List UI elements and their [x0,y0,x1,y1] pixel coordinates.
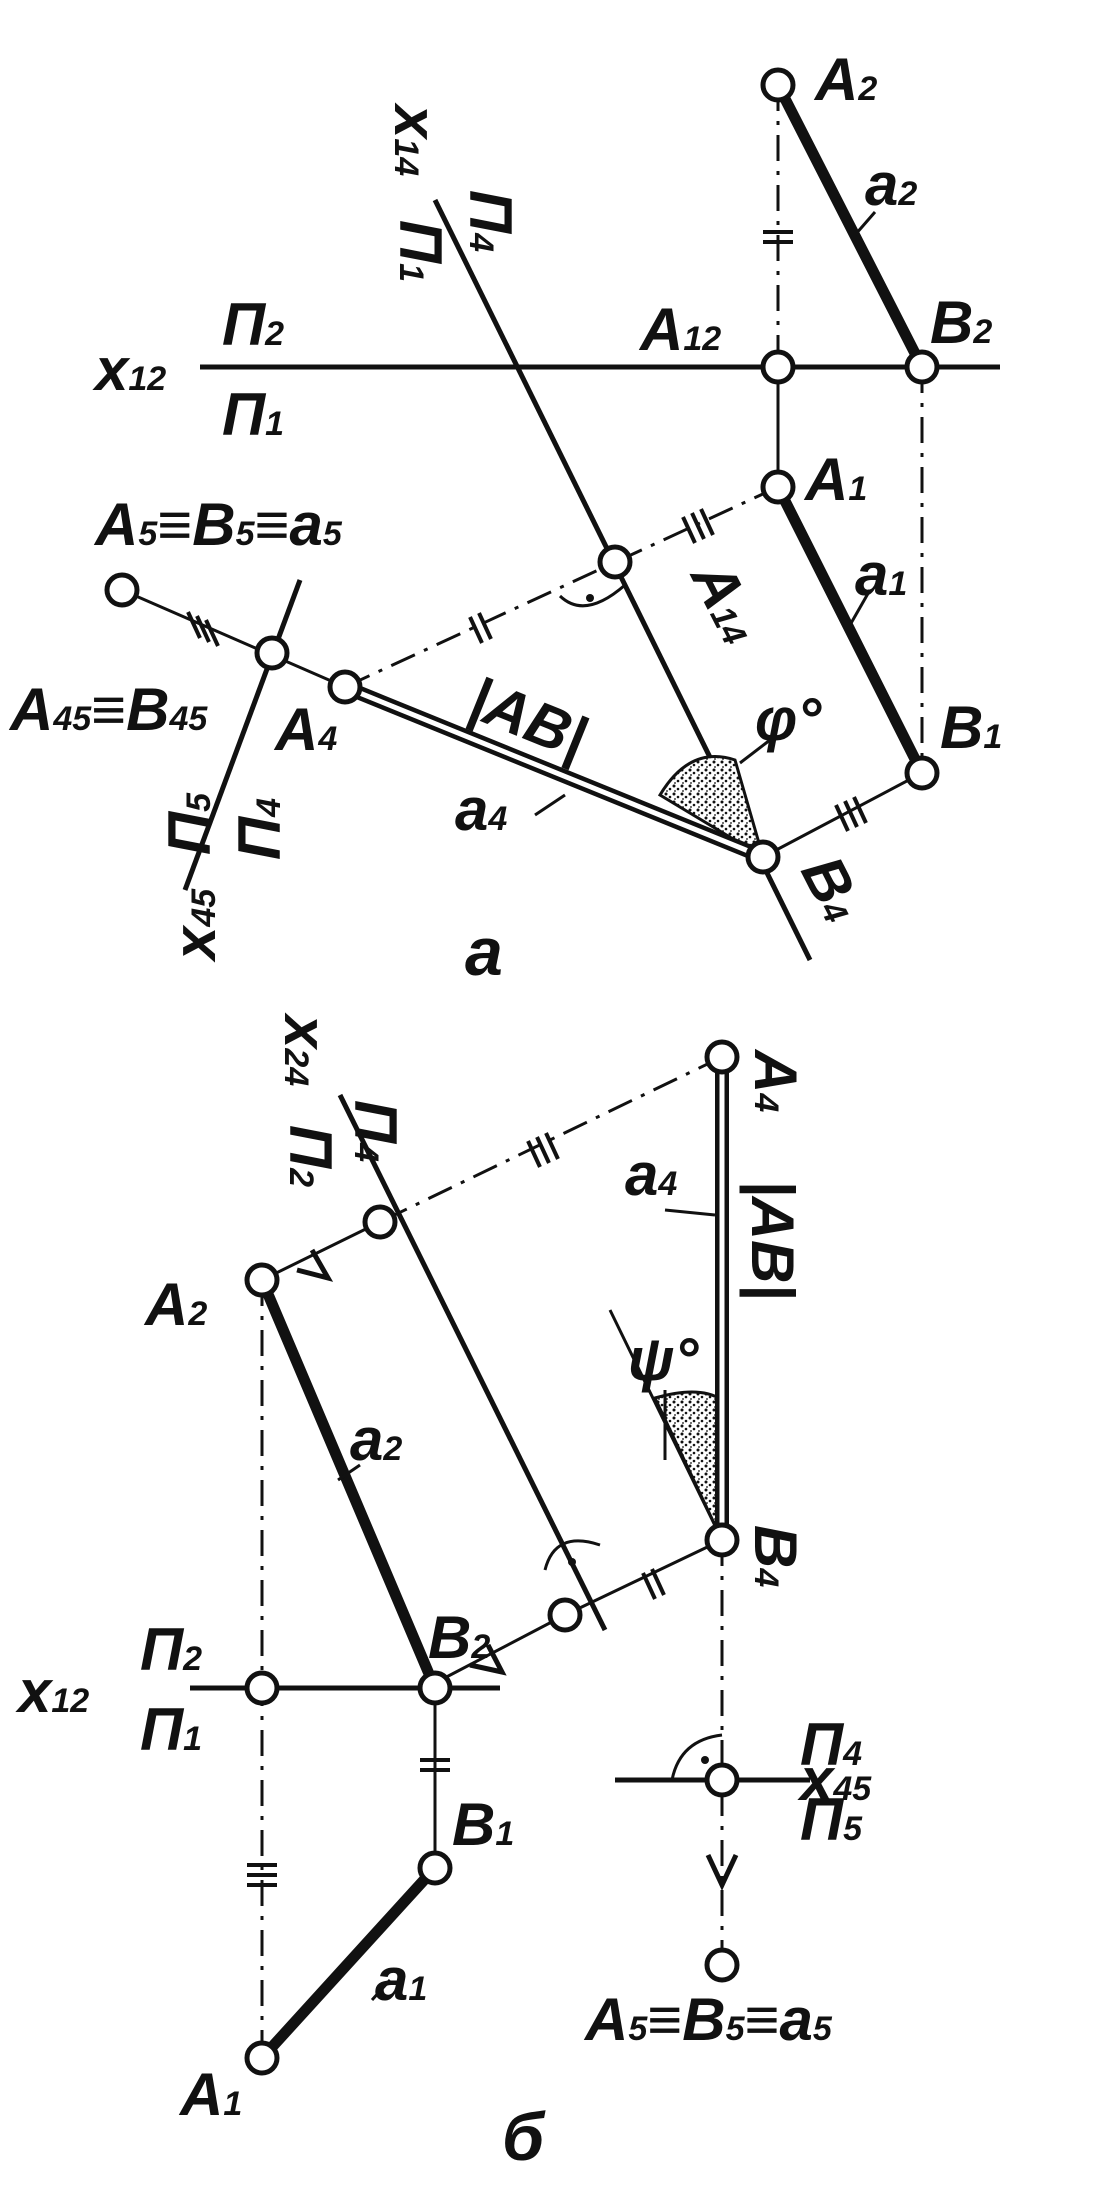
ticks-b [247,1132,666,1887]
svg-text:П1: П1 [387,220,454,282]
svg-text:A2: A2 [143,1271,207,1338]
point-B4-b [704,1522,740,1558]
svg-text:П4: П4 [457,190,524,252]
point-A45-a [254,635,290,671]
svg-text:B2: B2 [428,1604,490,1671]
svg-text:B4: B4 [742,1525,809,1587]
svg-text:x45: x45 [161,888,228,963]
svg-text:П1: П1 [222,381,284,448]
link-A4-A5 [121,588,346,689]
svg-text:П1: П1 [140,1696,202,1763]
svg-text:A2: A2 [813,46,877,113]
svg-text:a2: a2 [350,1406,402,1473]
point-A4-b [704,1039,740,1075]
svg-text:П5: П5 [800,1786,863,1853]
point-A2-b [244,1262,280,1298]
svg-text:П5: П5 [156,792,223,855]
svg-text:x24: x24 [272,1012,339,1086]
svg-text:a1: a1 [375,1946,427,2013]
svg-text:A1: A1 [178,2061,242,2128]
segment-a1-b [256,1862,441,2064]
svg-text:B2: B2 [930,289,992,356]
svg-text:a1: a1 [855,541,907,608]
svg-text:A14: A14 [678,549,775,654]
point-A24-b [362,1204,398,1240]
ticks-a [186,230,868,832]
diagram-a: x12 П2 П1 x14 П4 П1 x45 П5 П4 A2 B2 A12 … [8,46,1002,990]
svg-text:x14: x14 [382,102,449,176]
svg-text:a2: a2 [865,151,917,218]
segment-a2-b [256,1274,441,1694]
right-angle-mark-A14 [558,583,626,608]
point-A1-b [244,2040,280,2076]
svg-text:П4: П4 [800,1711,862,1778]
point-B1-a [904,755,940,791]
segment-a1 [772,481,928,779]
svg-text:A5≡B5≡a5: A5≡B5≡a5 [583,1986,833,2053]
point-A1-a [760,469,796,505]
svg-text:x12: x12 [15,1658,89,1725]
svg-text:П2: П2 [222,291,284,358]
link-A1-A4 [344,485,779,689]
svg-text:A45≡B45: A45≡B45 [8,676,208,743]
point-B4-a [745,839,781,875]
axis-x24-b [337,1093,608,1632]
svg-text:П2: П2 [277,1125,344,1187]
svg-text:x12: x12 [92,336,166,403]
svg-text:П2: П2 [140,1616,202,1683]
svg-text:A4: A4 [742,1048,809,1112]
svg-text:A12: A12 [638,296,721,363]
right-angle-mark-b2 [670,1733,723,1781]
point-B45-b [704,1762,740,1798]
svg-text:П4: П4 [342,1100,409,1162]
arrow-marker-1 [296,1248,334,1282]
diagram-b: x24 П4 П2 x12 П2 П1 x45 П4 П5 A4 B4 A2 B… [15,1012,872,2175]
point-B2-a [904,349,940,385]
svg-text:B1: B1 [452,1791,514,1858]
point-A12-b [244,1670,280,1706]
point-A5-a [104,572,140,608]
point-A5-b [704,1947,740,1983]
phi-angle-sector [657,755,766,861]
svg-text:П4: П4 [226,798,293,860]
svg-text:A4: A4 [273,696,337,763]
arrow-marker-3 [705,1853,739,1891]
angle-psi-label: ψ° [628,1326,699,1393]
angle-phi-label: φ° [755,686,822,753]
svg-text:a4: a4 [625,1141,677,1208]
point-A4-a [327,669,363,705]
true-length-label-b: |AB| [739,1180,806,1300]
svg-text:B1: B1 [940,694,1002,761]
axis-x45-a [182,579,303,891]
svg-text:A5≡B5≡a5: A5≡B5≡a5 [93,491,343,558]
point-A2-a [760,67,796,103]
svg-text:x45: x45 [797,1746,872,1813]
svg-text:B4: B4 [788,845,876,931]
caption-a: а [465,914,503,990]
point-A14-a [597,544,633,580]
point-A12-a [760,349,796,385]
right-angle-mark-b1 [543,1539,601,1571]
svg-text:A1: A1 [803,446,867,513]
arrow-marker-2 [469,1643,507,1676]
point-B2-b [417,1670,453,1706]
segment-a2 [772,79,928,373]
point-B1-b [417,1850,453,1886]
caption-b: б [502,2099,546,2175]
point-B24-b [547,1597,583,1633]
link-B2-proj [434,1613,566,1685]
svg-text:a4: a4 [455,776,507,843]
link-A2-proj [261,1220,381,1282]
